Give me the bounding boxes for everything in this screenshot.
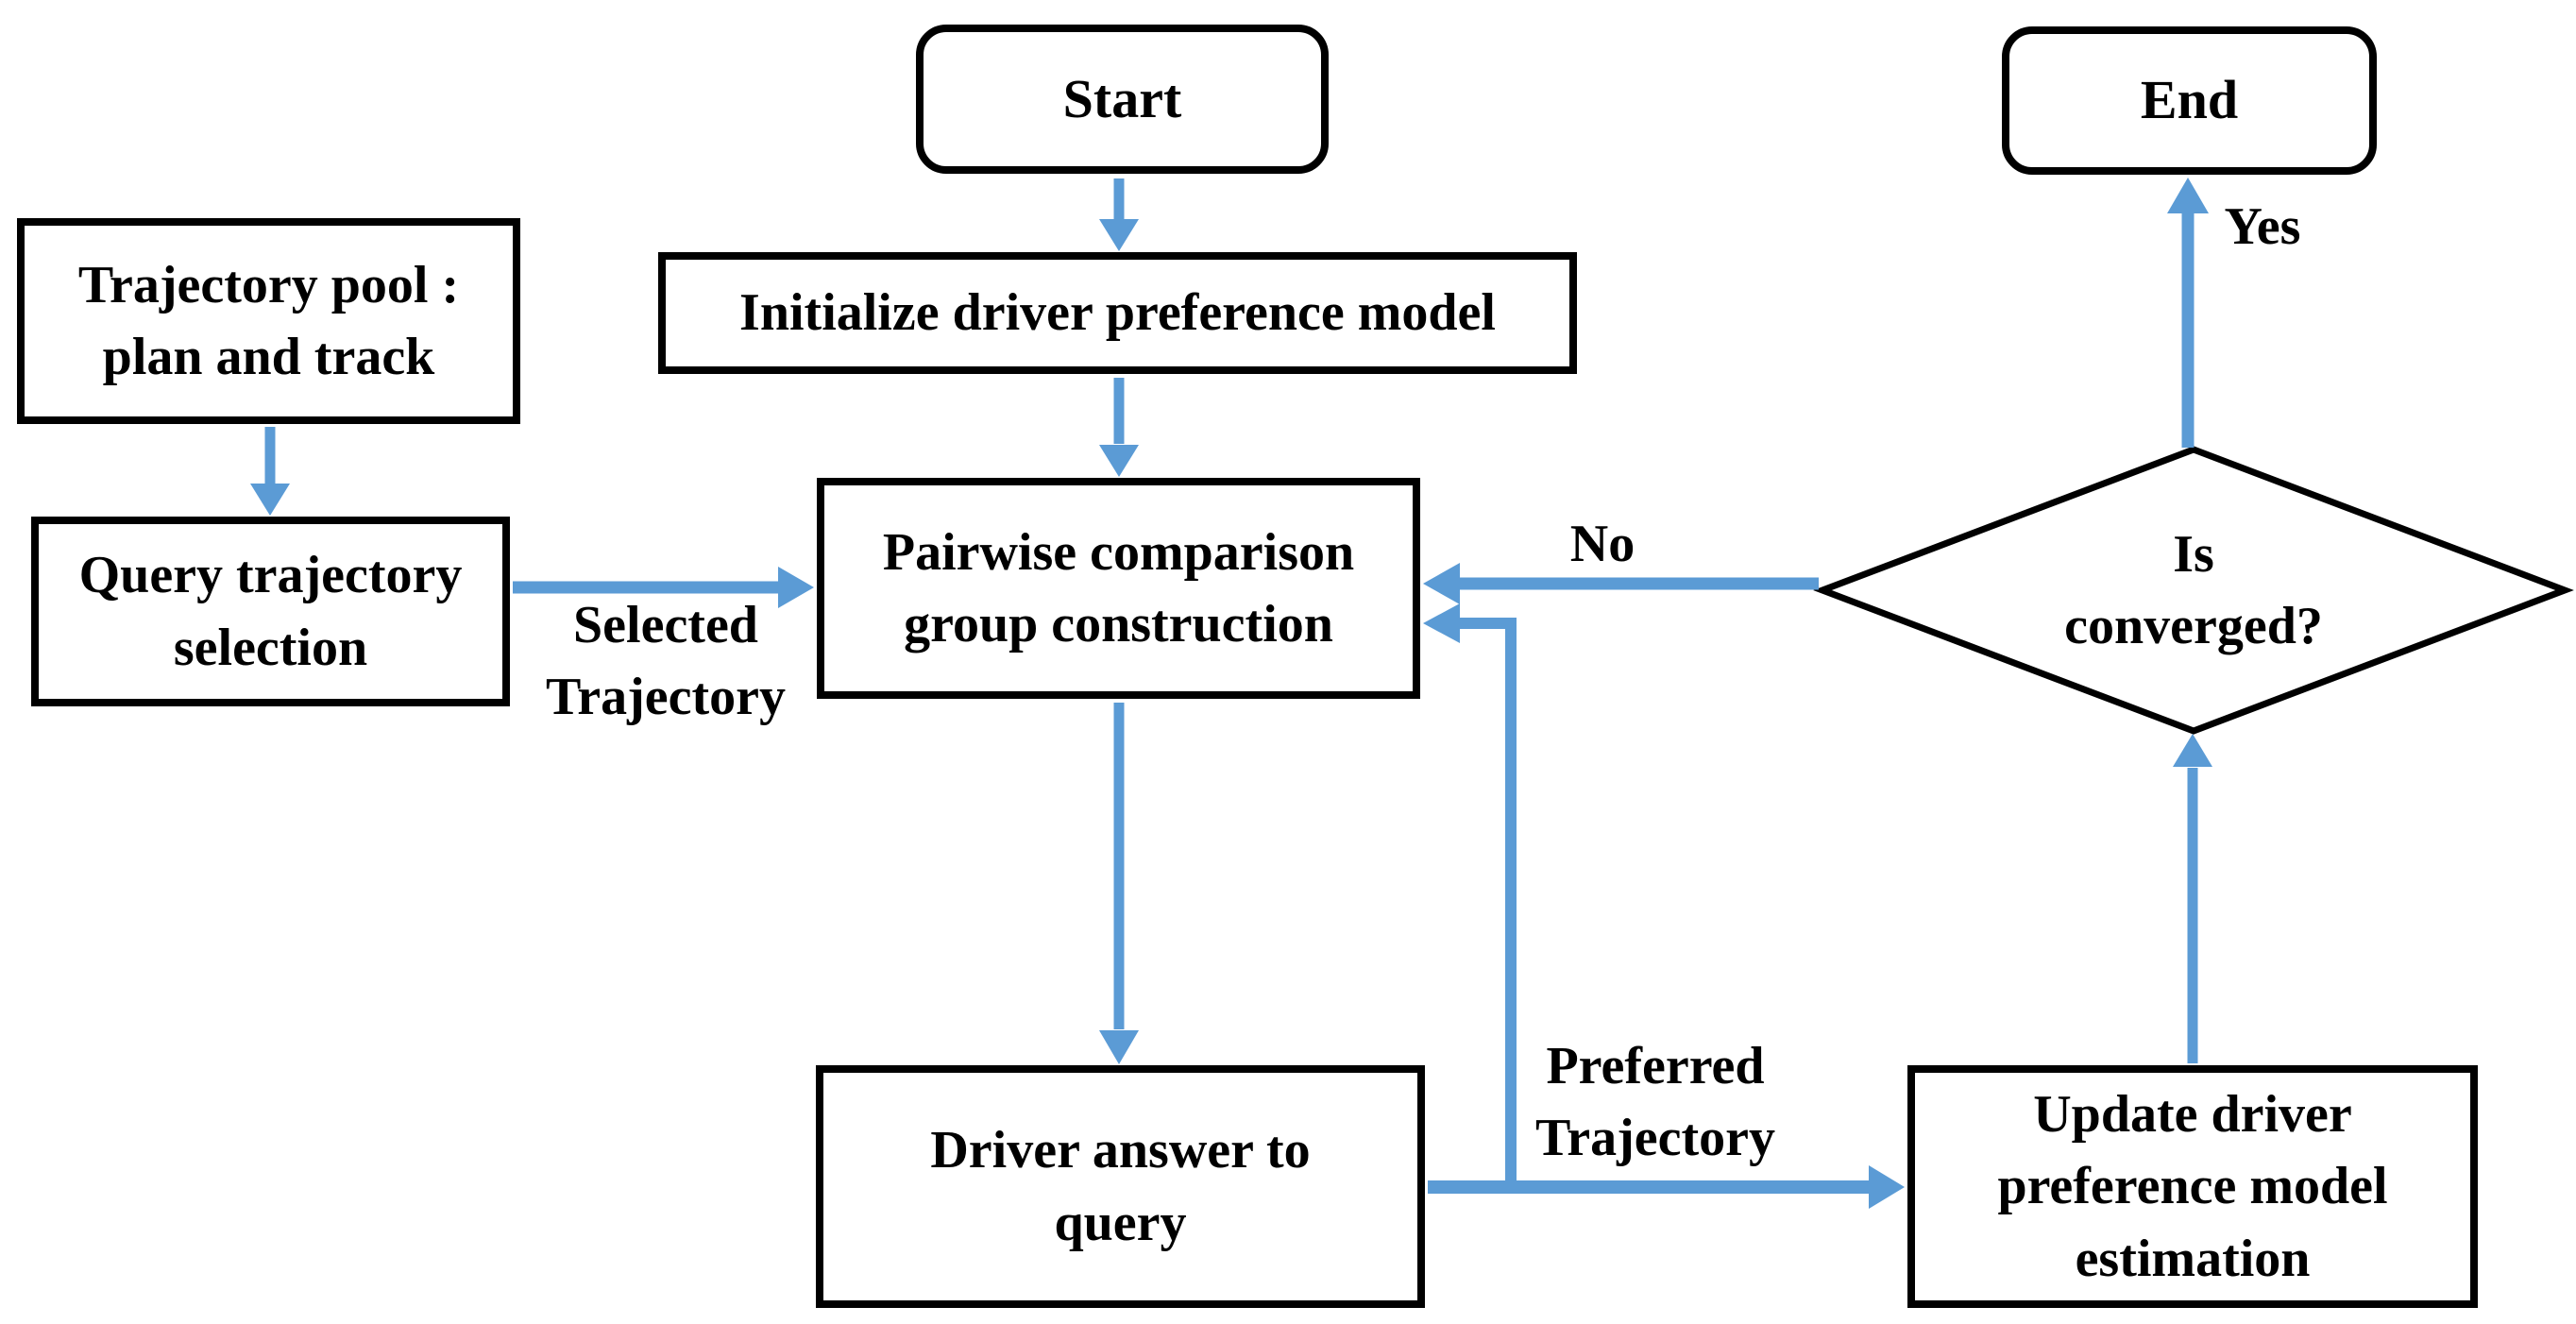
- arrow-query-to-pairwise: [513, 567, 814, 608]
- arrow-update-to-decision: [2173, 734, 2212, 1063]
- arrow-initialize-to-pairwise: [1099, 378, 1139, 477]
- node-driver-answer: Driver answer to query: [816, 1065, 1425, 1308]
- node-update-model: Update driver preference model estimatio…: [1907, 1065, 2478, 1308]
- arrow-start-to-initialize: [1099, 178, 1139, 251]
- arrow-yes-to-end: [2167, 178, 2209, 448]
- arrow-preferred-feedback-to-pairwise: [1423, 603, 1517, 1187]
- node-trajectory-pool: Trajectory pool : plan and track: [17, 218, 520, 424]
- node-end: End: [2002, 26, 2377, 175]
- node-initialize-model: Initialize driver preference model: [658, 252, 1577, 374]
- node-is-converged-label: Is converged?: [2064, 524, 2323, 655]
- edge-label-no: No: [1569, 514, 1635, 573]
- node-start: Start: [916, 25, 1329, 174]
- arrow-driver-to-update: [1428, 1165, 1905, 1209]
- decision-diamond-shape: [1813, 446, 2574, 735]
- edge-label-selected-trajectory: Selected Trajectory: [546, 595, 786, 726]
- node-pairwise-group: Pairwise comparison group construction: [817, 478, 1420, 699]
- arrow-pairwise-to-driver: [1099, 703, 1139, 1064]
- arrow-pool-to-query: [250, 427, 290, 516]
- arrow-no-to-pairwise: [1423, 563, 1819, 604]
- edge-label-yes: Yes: [2224, 196, 2301, 256]
- node-query-selection: Query trajectory selection: [31, 517, 510, 706]
- edge-label-preferred-trajectory: Preferred Trajectory: [1535, 1036, 1775, 1167]
